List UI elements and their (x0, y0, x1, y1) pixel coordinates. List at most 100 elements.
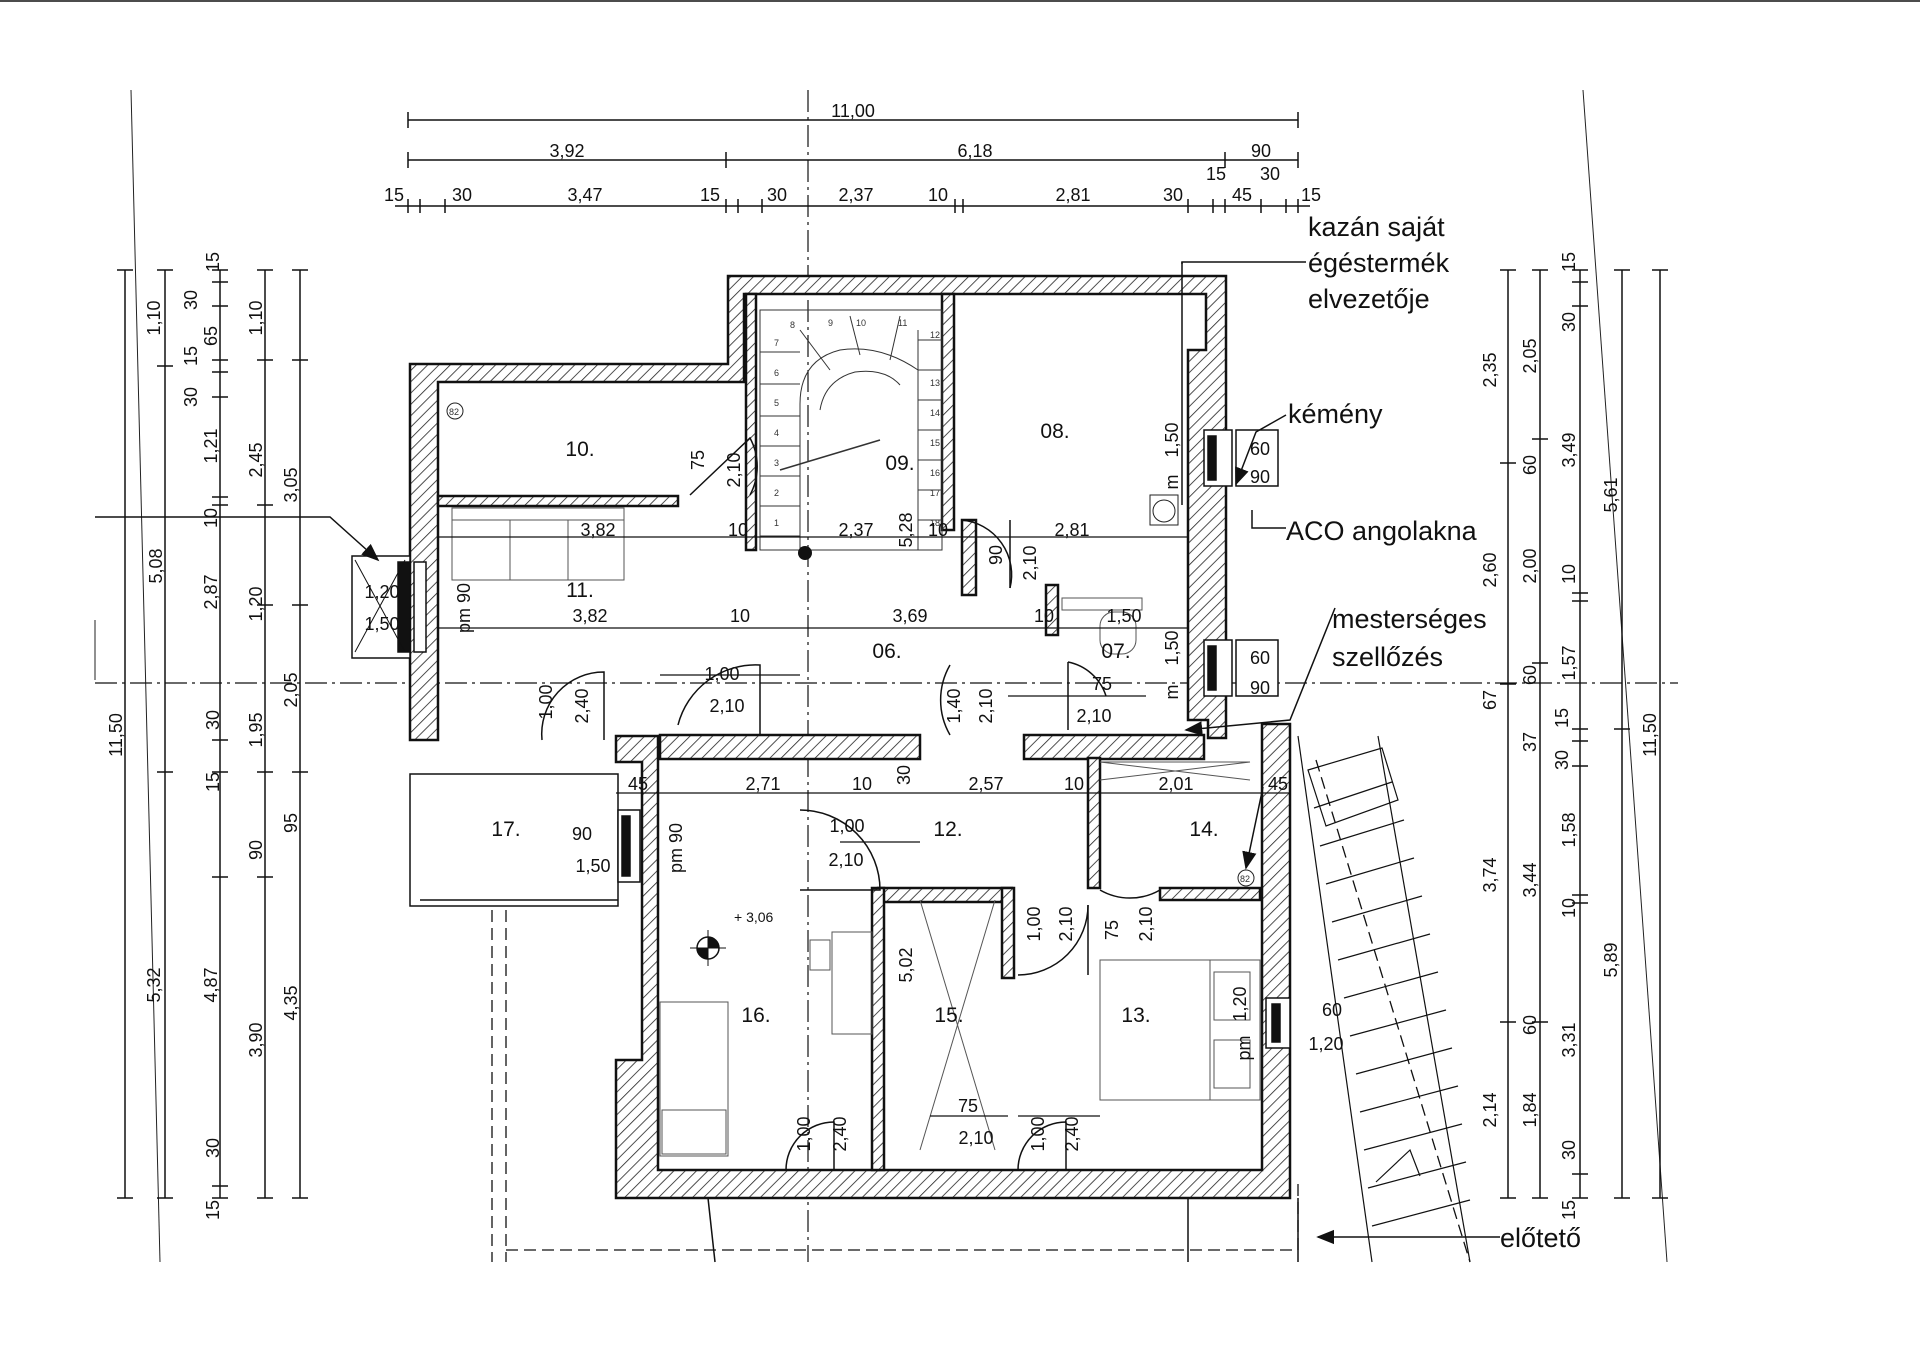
dim-10b: 10 (928, 520, 948, 540)
dim-281: 2,81 (1055, 185, 1090, 205)
dim-347: 3,47 (567, 185, 602, 205)
ldim-205: 2,05 (281, 672, 301, 707)
dim-ch90b: 90 (1250, 678, 1270, 698)
room-15: 15. (934, 1004, 963, 1027)
svg-text:18: 18 (930, 518, 940, 528)
dim-door15b: 1,00 (1028, 1116, 1048, 1151)
dim-281b: 2,81 (1054, 520, 1089, 540)
dim-150a: 1,50 (1106, 606, 1141, 626)
dim-win11-b: 1,50 (364, 614, 399, 634)
dim-win13: 1,20 (1230, 986, 1250, 1021)
note-vent-1: mesterséges (1332, 604, 1487, 634)
dim-15b: 15 (700, 185, 720, 205)
rdim-158: 1,58 (1559, 812, 1579, 847)
site-boundary-left (130, 89, 161, 1263)
dim-door08-h: 2,10 (1020, 545, 1040, 580)
rdim-205: 2,05 (1520, 338, 1540, 373)
dim-ch60b: 60 (1250, 648, 1270, 668)
svg-text:16: 16 (930, 468, 940, 478)
dim-257: 2,57 (968, 774, 1003, 794)
bath-07 (1061, 597, 1143, 611)
rdim-15a: 15 (1559, 252, 1579, 272)
rdim-60a: 60 (1520, 455, 1540, 475)
ldim-30c: 30 (203, 710, 223, 730)
dim-10: 10 (928, 185, 948, 205)
bed-16 (659, 1001, 729, 1157)
dim-door16-h: 2,40 (830, 1116, 850, 1151)
ldim-435: 4,35 (281, 985, 301, 1020)
dim-30b: 30 (767, 185, 787, 205)
wall-stair-left (744, 292, 758, 552)
dim-r11-w2: 3,82 (572, 606, 607, 626)
note-flue-3: elvezetője (1308, 284, 1430, 314)
dim-door13b-h: 2,10 (1136, 906, 1156, 941)
note-chimney: kémény (1288, 399, 1383, 429)
note-flue-2: égéstermék (1308, 248, 1450, 278)
rdim-214: 2,14 (1480, 1092, 1500, 1127)
dim-618: 6,18 (957, 141, 992, 161)
dim-10e: 10 (852, 774, 872, 794)
dim-win13-120: 1,20 (1308, 1034, 1343, 1054)
ldim-15d: 15 (203, 1200, 223, 1220)
wall-06-south-b (1022, 733, 1206, 761)
ldim-390: 3,90 (246, 1022, 266, 1057)
svg-text:11: 11 (898, 318, 907, 328)
room-11: 11. (566, 579, 594, 602)
room-13: 13. (1121, 1004, 1150, 1027)
dim-door08: 90 (986, 545, 1006, 565)
wall-lower-outer (614, 722, 1292, 1200)
svg-text:14: 14 (930, 408, 940, 418)
dim-door13b: 75 (1102, 920, 1122, 940)
rdim-349: 3,49 (1559, 432, 1579, 467)
dim-r10-door-h: 2,10 (724, 452, 744, 487)
dim-door-c-h: 2,10 (976, 688, 996, 723)
rdim-30a: 30 (1559, 312, 1579, 332)
note-flue-1: kazán saját (1308, 212, 1445, 242)
rdim-67: 67 (1480, 690, 1500, 710)
rdim-37: 37 (1520, 732, 1540, 752)
dim-528: 5,28 (896, 512, 916, 547)
dim-door13a: 1,00 (1024, 906, 1044, 941)
dim-win11-a: 1,20 (364, 582, 399, 602)
right-dimension-chains (1500, 269, 1668, 1199)
interior-dim-lines (438, 536, 1290, 1117)
ldim-10: 10 (201, 508, 221, 528)
level-marker: + 3,06 (690, 909, 774, 966)
dim-237b: 2,37 (838, 520, 873, 540)
room-07: 07. (1101, 640, 1130, 663)
room-16: 16. (741, 1004, 770, 1027)
svg-text:17: 17 (930, 488, 940, 498)
dim-30c: 30 (1163, 185, 1183, 205)
dim-r11-w1: 3,82 (580, 520, 615, 540)
dim-overall: 11,00 (831, 101, 875, 121)
wall-15-top (876, 886, 1014, 904)
ldim-305: 3,05 (281, 467, 301, 502)
ldim-121: 1,21 (201, 428, 221, 463)
dim-ch90a: 90 (1250, 467, 1270, 487)
dim-10d: 10 (1034, 606, 1054, 626)
right-dimension-labels: 15 2,35 2,05 30 3,49 60 5,61 2,60 2,00 1… (1480, 252, 1660, 1220)
dim-pm90b: pm 90 (666, 823, 686, 873)
wall-14-left (1086, 756, 1102, 890)
rdim-30b: 30 (1552, 750, 1572, 770)
flue-08 (1152, 499, 1176, 523)
dim-door07-h: 2,10 (1076, 706, 1111, 726)
wall-08-stub (960, 518, 978, 597)
wall-10-11 (436, 494, 680, 508)
dim-win08-m: m (1162, 475, 1182, 490)
room-10: 10. (565, 438, 594, 461)
dim-45a: 45 (628, 774, 648, 794)
dim-win07: 1,50 (1162, 630, 1182, 665)
stair-step-numbers: 1 2 3 4 5 6 7 8 9 10 11 12 13 14 15 16 1… (774, 318, 940, 528)
rdim-10a: 10 (1559, 564, 1579, 584)
dim-door12-h: 2,10 (828, 850, 863, 870)
dim-30a: 30 (452, 185, 472, 205)
ldim-532: 5,32 (144, 967, 164, 1002)
ldim-30d: 30 (203, 1138, 223, 1158)
rdim-184: 1,84 (1520, 1092, 1540, 1127)
left-dimension-labels: 1,10 30 15 65 15 30 1,21 10 5,08 2,87 1,… (106, 252, 301, 1220)
dim-10f: 10 (1064, 774, 1084, 794)
rdim-589: 5,89 (1601, 942, 1621, 977)
svg-text:7: 7 (774, 338, 779, 348)
